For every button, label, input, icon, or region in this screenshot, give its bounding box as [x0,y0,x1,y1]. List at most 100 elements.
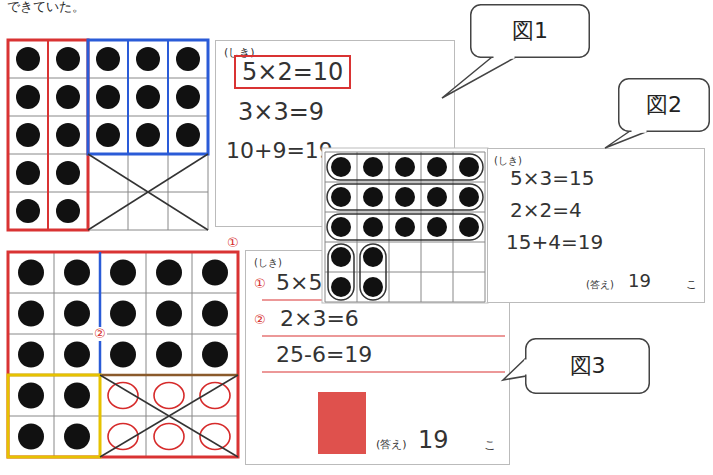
worksheet-text: こ [484,439,496,452]
dot [56,47,80,71]
grid-line [325,302,485,303]
worksheet-text: 19 [628,271,651,291]
callout-body [471,5,590,58]
callout-number: ① [226,236,240,250]
worksheet-card: (しき)①5×5=25②2×3=625-6=19(答え)19こ [245,250,510,465]
worksheet-text: (答え) [376,439,407,451]
note-text: できていた。 [6,0,86,14]
dot [176,47,200,71]
dot [363,217,383,237]
dot [16,199,40,223]
callout-number: ② [93,327,107,341]
worksheet-text: 3×3=9 [238,99,324,125]
worksheet-card: (しき)3×3=910+9=195×2=10 [215,40,455,227]
dot [363,157,383,177]
grid-line [485,152,486,302]
callout-body [526,339,650,394]
grid-line [389,152,390,302]
yellow-group [8,375,100,457]
dot [331,217,351,237]
red-outline [8,252,238,457]
callout-tail [605,131,648,148]
brown-divider [8,374,238,377]
boxed-expression: 5×2=10 [234,55,351,89]
worksheet-text: 19 [418,427,449,453]
blue-group [127,40,129,154]
grid-line [8,40,9,230]
grid-line [8,230,208,231]
grid-line [325,182,485,183]
dot [64,260,90,286]
red-group [8,40,88,230]
dot [202,342,228,368]
callout-seam [524,360,527,375]
grid-line [208,40,209,230]
grid-line [88,40,89,230]
callout-seam [494,56,515,59]
dot [176,85,200,109]
dot [96,85,120,109]
dot [176,123,200,147]
cross-mark [100,375,238,457]
dot [156,260,182,286]
red-rule [262,299,505,300]
grid-line [8,192,208,193]
dot [110,260,136,286]
row-loop [327,154,483,180]
figure-label: 図1 [512,19,548,43]
dot [56,161,80,185]
cross-mark [100,375,238,457]
dot [18,301,44,327]
cross-mark [88,154,208,230]
red-rule [262,371,505,372]
dot [202,301,228,327]
dot [136,47,160,71]
dot [110,342,136,368]
dot [56,85,80,109]
blue-group [167,40,169,154]
grid-line [128,40,129,230]
empty-ring [200,424,230,450]
dot [156,342,182,368]
cross-mark [88,154,208,230]
grid-line [8,252,9,457]
grid-line [325,152,485,153]
worksheet-text: (しき) [254,257,282,268]
grid-line [8,252,238,253]
dot [427,217,447,237]
dot [18,342,44,368]
grid-line [421,152,422,302]
grid-line [453,152,454,302]
empty-ring [200,383,230,409]
callout-body [619,79,710,132]
grid-line [8,40,208,41]
grid-line [325,212,485,213]
worksheet-text: 15+4=19 [506,231,603,253]
callout-tail [503,358,526,380]
dot [18,424,44,450]
worksheet-text: 25-6=19 [276,343,372,367]
dot [395,157,415,177]
red-rule [262,335,505,336]
callout-tail [442,57,516,98]
empty-ring [108,424,138,450]
dot [395,217,415,237]
grid-line [8,293,238,294]
worksheet-card: (しき)5×3=152×2=415+4=19(答え)19こ [487,148,705,303]
empty-ring [154,424,184,450]
dot [459,187,479,207]
dot [395,187,415,207]
dot [64,383,90,409]
grid-line [8,416,238,417]
worksheet-text: ② [254,313,266,327]
dot [16,161,40,185]
worksheet-text: こ [686,279,697,291]
dot [18,383,44,409]
worksheet-text: (しき) [224,47,255,59]
callout-bubble: 図2 [618,78,710,132]
callout-bubble: 図1 [470,4,590,58]
worksheet-text: (しき) [494,155,522,166]
dot [18,260,44,286]
dot [64,301,90,327]
dot [331,187,351,207]
